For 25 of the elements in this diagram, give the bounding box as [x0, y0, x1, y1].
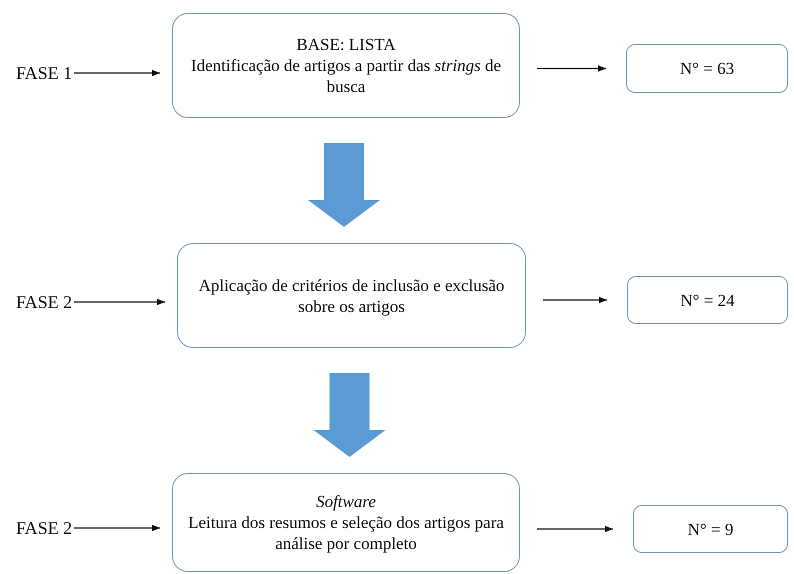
box-text: N° = 9 — [688, 518, 734, 540]
phase-label: FASE 1 — [16, 60, 72, 86]
box-text: Leitura dos resumos e seleção dos artigos para análise por completo — [187, 512, 505, 554]
process-box — [177, 243, 526, 348]
arrow — [537, 526, 613, 532]
result-box — [633, 505, 788, 553]
box-heading: BASE: LISTA — [296, 34, 396, 55]
box-text: N° = 63 — [680, 58, 734, 79]
box-text: Aplicação de critérios de inclusão e exclusão sobre os artigos — [198, 274, 506, 316]
result-box — [626, 44, 788, 93]
box-text: N° = 24 — [680, 290, 735, 310]
arrow — [74, 70, 160, 76]
block-arrow — [314, 373, 386, 457]
block-arrow — [308, 143, 380, 227]
process-box — [172, 13, 520, 118]
arrow — [537, 65, 606, 72]
box-heading: Software — [316, 491, 376, 512]
phase-label: FASE 2 — [16, 289, 72, 315]
process-box — [172, 473, 520, 572]
arrow — [74, 524, 160, 532]
result-box — [627, 276, 788, 324]
arrow — [74, 298, 165, 306]
arrow — [543, 296, 607, 304]
phase-label: FASE 2 — [16, 515, 72, 541]
box-text: Identificação de artigos a partir das strings de busca — [190, 55, 502, 97]
